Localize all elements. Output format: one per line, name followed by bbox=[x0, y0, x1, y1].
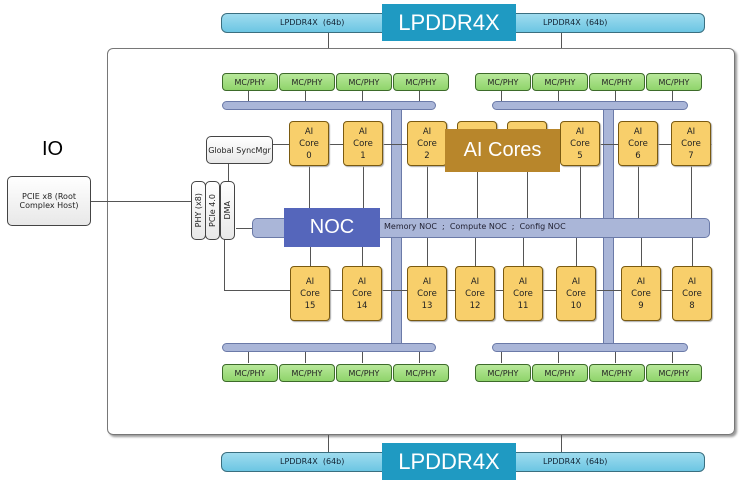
noc-label: NOC bbox=[284, 208, 380, 247]
connector-line bbox=[248, 90, 249, 101]
connector-line bbox=[475, 238, 476, 266]
ai-core-10: AI Core 10 bbox=[556, 266, 596, 321]
mc-phy-block: MC/PHY bbox=[336, 364, 392, 382]
connector-line bbox=[638, 166, 639, 218]
connector-line bbox=[90, 201, 191, 202]
mc-phy-block: MC/PHY bbox=[222, 73, 278, 91]
connector-line bbox=[672, 352, 673, 363]
connector-line bbox=[641, 238, 642, 266]
connector-line bbox=[558, 90, 559, 101]
chip-boundary bbox=[107, 48, 735, 435]
ai-core-1: AI Core 1 bbox=[343, 121, 383, 166]
connector-line bbox=[309, 166, 310, 218]
pcie-controller-block-label: PCIe 4.0 bbox=[208, 194, 217, 227]
connector-line bbox=[580, 166, 581, 218]
mc-phy-block: MC/PHY bbox=[279, 73, 335, 91]
connector-line bbox=[419, 90, 420, 101]
connector-line bbox=[224, 239, 225, 291]
dma-block: DMA bbox=[220, 181, 235, 240]
connector-line bbox=[427, 238, 428, 266]
connector-line bbox=[672, 90, 673, 101]
mc-phy-block: MC/PHY bbox=[336, 73, 392, 91]
connector-line bbox=[419, 352, 420, 363]
mc-phy-block: MC/PHY bbox=[589, 73, 645, 91]
mc-phy-block: MC/PHY bbox=[532, 364, 588, 382]
noc-bar-text: Memory NOC ; Compute NOC ; Config NOC bbox=[384, 222, 566, 231]
mc-phy-block: MC/PHY bbox=[532, 73, 588, 91]
phy-block: PHY (x8) bbox=[191, 181, 206, 240]
ai-core-8: AI Core 8 bbox=[672, 266, 712, 321]
lpddr_bottom-label: LPDDR4X bbox=[382, 443, 516, 480]
connector-line bbox=[228, 164, 229, 181]
connector-line bbox=[362, 90, 363, 101]
ai-core-7: AI Core 7 bbox=[671, 121, 711, 166]
lpddr_top-right-text: LPDDR4X (64b) bbox=[543, 18, 608, 27]
mc-bus-left bbox=[222, 101, 436, 110]
connector-line bbox=[558, 352, 559, 363]
connector-line bbox=[328, 33, 329, 48]
ai-core-6: AI Core 6 bbox=[618, 121, 658, 166]
ai-core-15: AI Core 15 bbox=[290, 266, 330, 321]
ai-core-5: AI Core 5 bbox=[560, 121, 600, 166]
pcie-root-complex-host: PCIE x8 (Root Complex Host) bbox=[7, 176, 91, 226]
connector-line bbox=[691, 166, 692, 218]
global-syncmgr: Global SyncMgr bbox=[206, 136, 273, 164]
mc-phy-block: MC/PHY bbox=[279, 364, 335, 382]
connector-line bbox=[362, 238, 363, 266]
mc-phy-block: MC/PHY bbox=[393, 364, 449, 382]
mc-bus-right bbox=[492, 343, 688, 352]
mc-phy-block: MC/PHY bbox=[475, 364, 531, 382]
lpddr_bottom-left-text: LPDDR4X (64b) bbox=[280, 457, 345, 466]
mc-phy-block: MC/PHY bbox=[475, 73, 531, 91]
connector-line bbox=[615, 352, 616, 363]
connector-line bbox=[561, 33, 562, 48]
io-title: IO bbox=[41, 138, 64, 160]
pcie-controller-block: PCIe 4.0 bbox=[205, 181, 220, 240]
dma-block-label: DMA bbox=[223, 201, 232, 220]
ai-core-12: AI Core 12 bbox=[455, 266, 495, 321]
connector-line bbox=[523, 238, 524, 266]
connector-line bbox=[310, 238, 311, 266]
ai-core-13: AI Core 13 bbox=[407, 266, 447, 321]
ai-core-9: AI Core 9 bbox=[621, 266, 661, 321]
connector-line bbox=[561, 435, 562, 452]
connector-line bbox=[427, 166, 428, 218]
mc-phy-block: MC/PHY bbox=[393, 73, 449, 91]
ai-core-14: AI Core 14 bbox=[342, 266, 382, 321]
lpddr_top-left-text: LPDDR4X (64b) bbox=[280, 18, 345, 27]
mc-phy-block: MC/PHY bbox=[646, 364, 702, 382]
connector-line bbox=[527, 166, 528, 218]
connector-line bbox=[501, 352, 502, 363]
connector-line bbox=[236, 228, 252, 229]
connector-line bbox=[615, 90, 616, 101]
mc-phy-block: MC/PHY bbox=[646, 73, 702, 91]
connector-line bbox=[305, 352, 306, 363]
ai-cores-label: AI Cores bbox=[445, 129, 560, 172]
connector-line bbox=[248, 352, 249, 363]
mc-phy-block: MC/PHY bbox=[222, 364, 278, 382]
connector-line bbox=[692, 238, 693, 266]
lpddr_bottom-right-text: LPDDR4X (64b) bbox=[543, 457, 608, 466]
lpddr_top-label: LPDDR4X bbox=[382, 4, 516, 41]
connector-line bbox=[477, 166, 478, 218]
ai-core-2: AI Core 2 bbox=[407, 121, 447, 166]
connector-line bbox=[501, 90, 502, 101]
connector-line bbox=[305, 90, 306, 101]
mc-bus-left bbox=[222, 343, 436, 352]
connector-line bbox=[363, 166, 364, 218]
ai-core-11: AI Core 11 bbox=[503, 266, 543, 321]
connector-line bbox=[576, 238, 577, 266]
connector-line bbox=[328, 435, 329, 452]
mc-bus-right bbox=[492, 101, 688, 110]
mc-phy-block: MC/PHY bbox=[589, 364, 645, 382]
phy-block-label: PHY (x8) bbox=[194, 193, 203, 228]
connector-line bbox=[362, 352, 363, 363]
ai-core-0: AI Core 0 bbox=[289, 121, 329, 166]
